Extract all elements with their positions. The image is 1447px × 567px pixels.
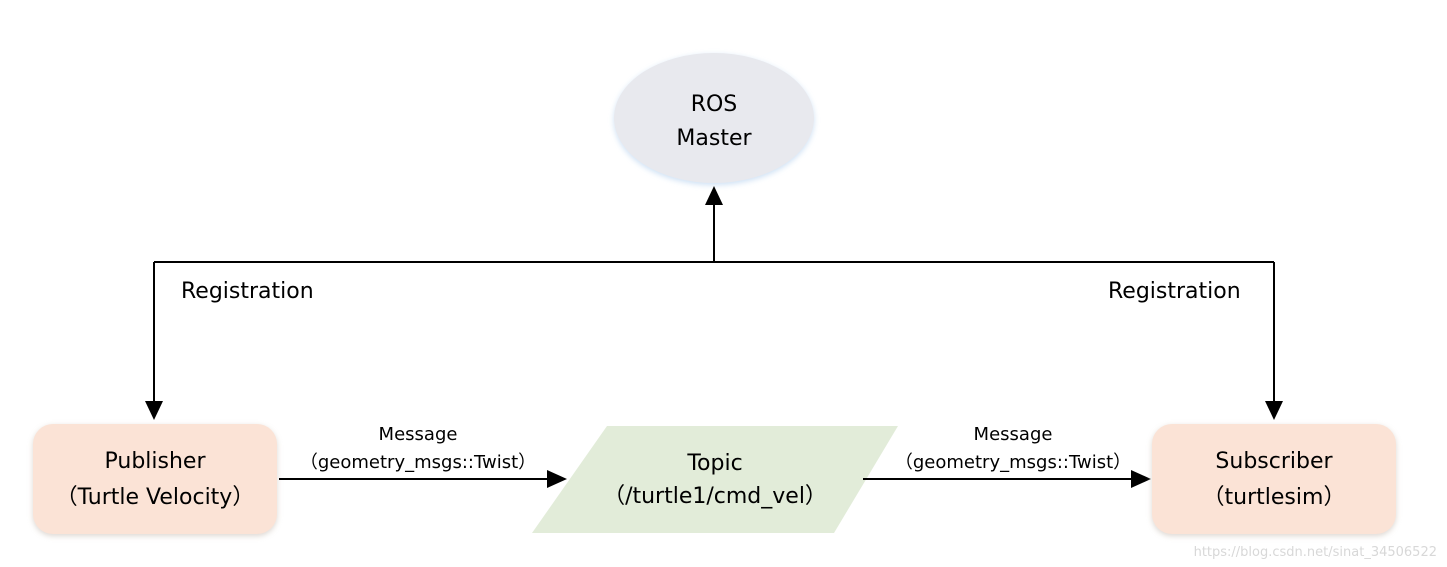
watermark-text: https://blog.csdn.net/sinat_34506522 [1194, 545, 1437, 560]
topic-shape [532, 426, 898, 533]
publisher-label-line1: Publisher [105, 449, 207, 474]
arrowhead-right-to-topic [547, 470, 567, 488]
registration-left-label: Registration [181, 279, 314, 304]
arrowhead-right-to-subscriber [1131, 470, 1151, 488]
subscriber-label-line2: （turtlesim） [1203, 485, 1346, 510]
ros-master-shape [614, 53, 814, 183]
message-left-label-line1: Message [379, 424, 458, 445]
arrowhead-down-to-subscriber [1265, 401, 1283, 420]
publisher-shape [33, 424, 277, 534]
publisher-label-line2: （Turtle Velocity） [56, 485, 255, 510]
message-left-label-line2: （geometry_msgs::Twist） [300, 452, 536, 473]
registration-connectors [153, 202, 1275, 404]
registration-right-label: Registration [1108, 279, 1241, 304]
subscriber-label-line1: Subscriber [1215, 449, 1333, 474]
publisher-node: Publisher （Turtle Velocity） [33, 424, 277, 534]
ros-master-node: ROS Master [614, 53, 814, 183]
subscriber-shape [1152, 424, 1396, 534]
topic-node: Topic （/turtle1/cmd_vel） [532, 426, 898, 533]
topic-label-line2: （/turtle1/cmd_vel） [603, 484, 827, 509]
ros-master-label-line2: Master [676, 126, 752, 151]
arrowhead-up-to-master [705, 186, 723, 205]
arrowhead-down-to-publisher [145, 401, 163, 420]
message-right-label-line1: Message [974, 424, 1053, 445]
topic-label-line1: Topic [686, 451, 742, 476]
ros-master-label-line1: ROS [691, 92, 738, 117]
message-right-label-line2: （geometry_msgs::Twist） [895, 452, 1131, 473]
subscriber-node: Subscriber （turtlesim） [1152, 424, 1396, 534]
arrowheads [145, 186, 1283, 488]
